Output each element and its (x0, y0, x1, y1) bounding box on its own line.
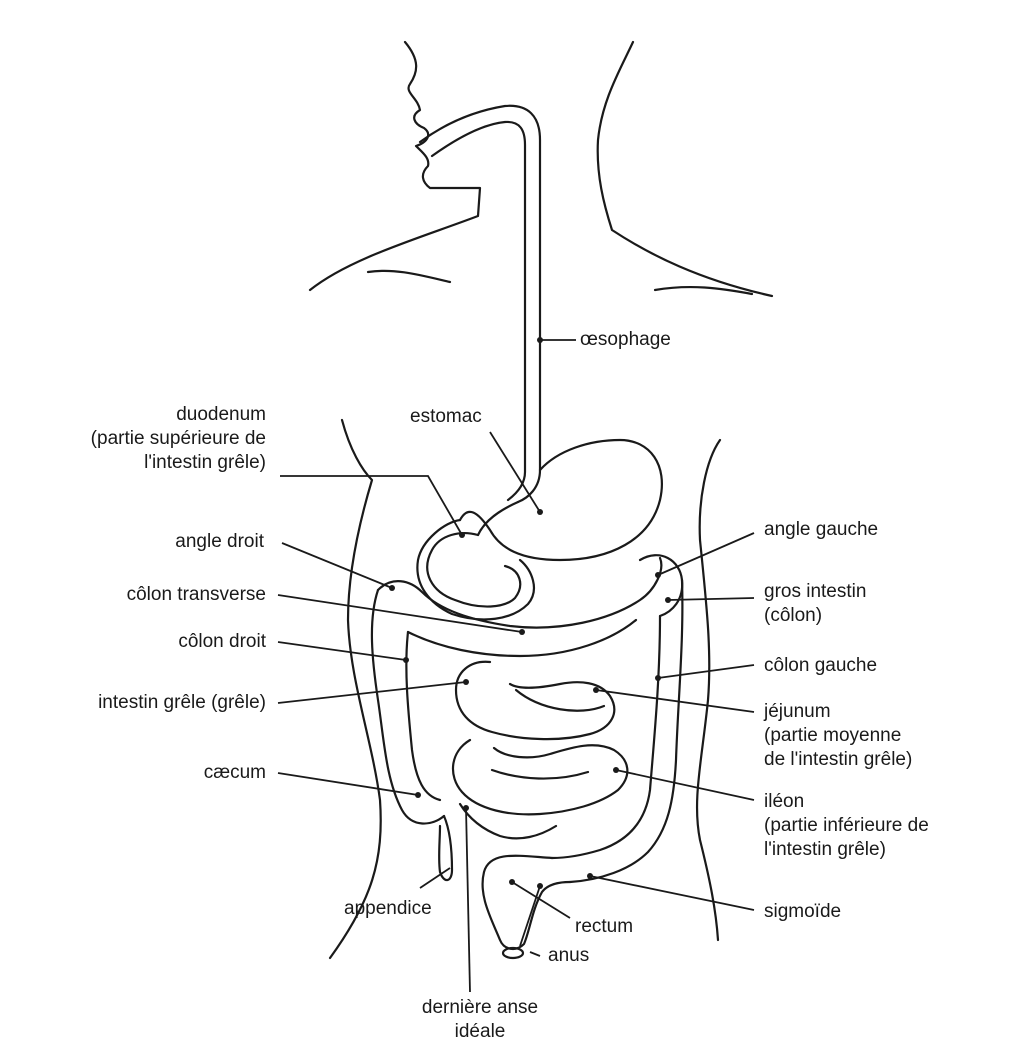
label-gros-intestin: gros intestin (côlon) (764, 580, 866, 628)
label-estomac: estomac (410, 405, 482, 429)
torso-right-side (330, 420, 381, 958)
sigmoid-rectum (483, 856, 570, 949)
label-appendice: appendice (344, 897, 432, 921)
small-intestine (456, 662, 614, 739)
label-sigmoide: sigmoïde (764, 900, 841, 924)
label-oesophage: œsophage (580, 328, 671, 352)
torso-left-side (697, 440, 720, 940)
oesophagus (420, 106, 540, 502)
label-ileon: iléon (partie inférieure de l'intestin g… (764, 790, 929, 862)
label-duodenum: duodenum (partie supérieure de l'intesti… (91, 403, 266, 475)
face-profile (310, 42, 480, 290)
label-intestin-grele: intestin grêle (grêle) (98, 691, 266, 715)
label-derniere-anse: dernière anse idéale (410, 996, 550, 1044)
neck-back (598, 42, 772, 296)
stomach (460, 440, 662, 560)
leader-lines (278, 340, 754, 992)
shoulder-left (368, 271, 450, 282)
label-angle-droit: angle droit (175, 530, 264, 554)
label-jejunum: jéjunum (partie moyenne de l'intestin gr… (764, 700, 912, 772)
label-caecum: cæcum (204, 761, 266, 785)
label-rectum: rectum (575, 915, 633, 939)
label-colon-gauche: côlon gauche (764, 654, 877, 678)
label-anus: anus (548, 944, 589, 968)
duodenum (427, 533, 520, 606)
label-colon-droit: côlon droit (178, 630, 266, 654)
label-colon-transverse: côlon transverse (127, 583, 266, 607)
label-angle-gauche: angle gauche (764, 518, 878, 542)
